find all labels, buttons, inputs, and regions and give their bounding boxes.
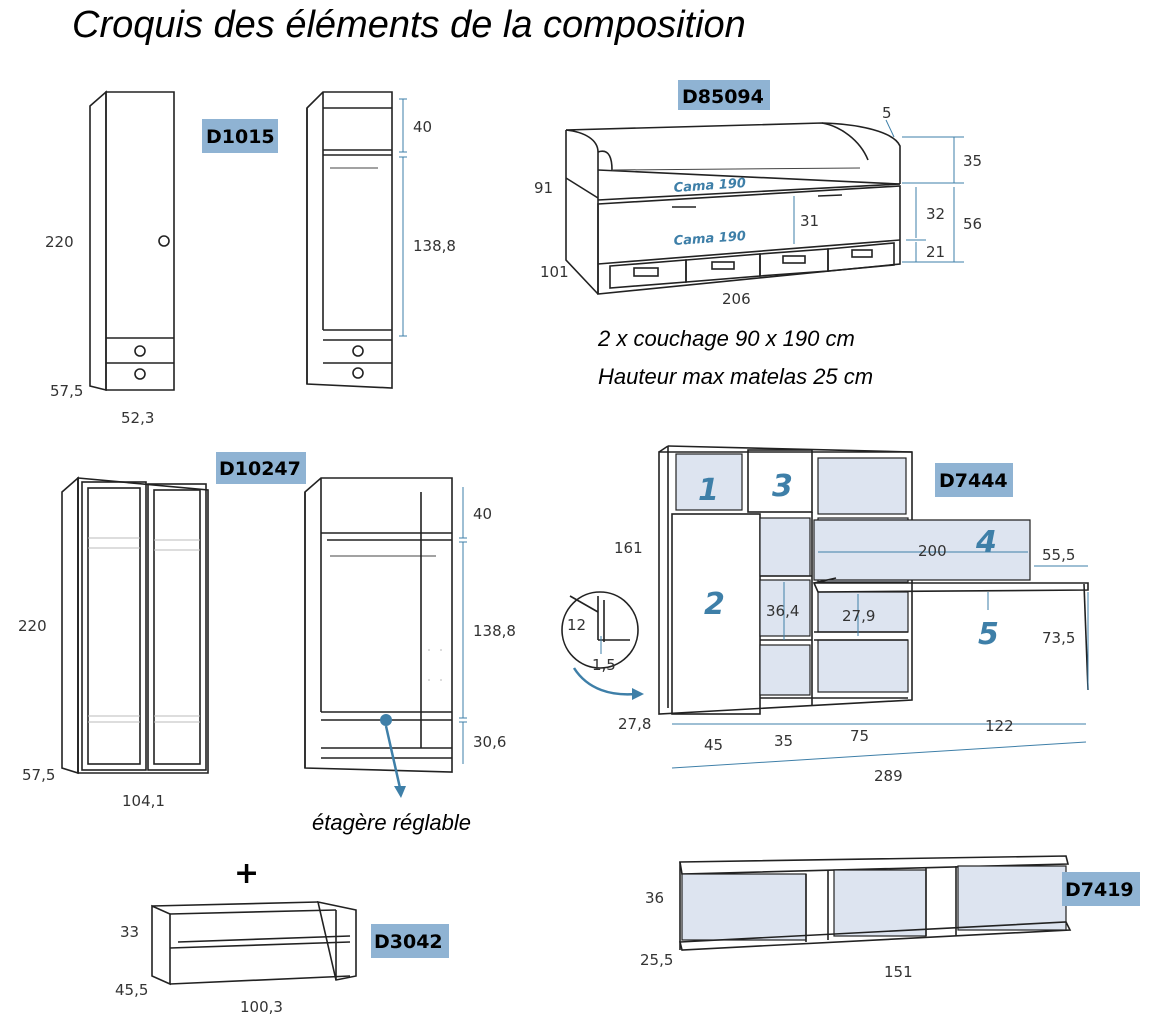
dim-desk-depth: 27,8: [618, 715, 651, 733]
desk-label-4: 4: [975, 525, 997, 560]
dim-shelf-width: 151: [884, 963, 913, 981]
dim-desk-overhang: 55,5: [1042, 546, 1075, 564]
dim-bed-side: 56: [963, 215, 982, 233]
bed-mattress-mark-upper: Cama 190: [673, 176, 746, 196]
code-badge-d3042: D3042: [374, 931, 443, 953]
code-badge-d7444: D7444: [939, 470, 1008, 492]
dim-shelf-height: 36: [645, 889, 664, 907]
drawer-d3042-drawing: [151, 900, 357, 986]
desk-d7444: 1 2 3 4 5 D7444 161 200 55,5 36,4 27,9 7…: [561, 445, 1089, 785]
dim-d1015-interior-main: 138,8: [413, 237, 456, 255]
dim-desk-height: 161: [614, 539, 643, 557]
dim-drawer-depth: 45,5: [115, 981, 148, 999]
shelf-d7419: D7419 36 25,5 151: [640, 855, 1140, 981]
dim-desk-width-c: 75: [850, 727, 869, 745]
dim-desk-shelf-gap-2: 27,9: [842, 607, 875, 625]
dim-bed-depth: 101: [540, 263, 569, 281]
dim-desk-shelf-gap-1: 36,4: [766, 602, 799, 620]
page-title: Croquis des éléments de la composition: [72, 4, 746, 46]
dim-d10247-interior-main: 138,8: [473, 622, 516, 640]
desk-label-3: 3: [772, 469, 793, 504]
code-badge-d7419: D7419: [1065, 879, 1134, 901]
code-badge-d85094: D85094: [682, 86, 764, 108]
bed-note-sleeping: 2 x couchage 90 x 190 cm: [597, 326, 855, 351]
wardrobe-d1015: D1015 220 40 138,8 57,5 52,3: [45, 90, 456, 427]
dim-desk-panel-thickness: 12: [567, 616, 586, 634]
shelf-d7419-drawing: [678, 855, 1072, 951]
dim-desk-width-b: 35: [774, 732, 793, 750]
bed-note-mattress: Hauteur max matelas 25 cm: [598, 364, 873, 389]
bed-mattress-mark-lower: Cama 190: [673, 229, 746, 249]
dim-d10247-depth: 57,5: [22, 766, 55, 784]
dim-bed-back-thickness: 5: [882, 104, 892, 122]
dim-drawer-height: 33: [120, 923, 139, 941]
dim-desk-top-height: 73,5: [1042, 629, 1075, 647]
wardrobe-d10247: D10247 220 40 138,8 30,6 57,5 104,1 étag…: [18, 452, 516, 835]
dim-d1015-width: 52,3: [121, 409, 154, 427]
dim-bed-length: 206: [722, 290, 751, 308]
bed-d85094-drawing: [565, 122, 901, 295]
code-badge-d3042-bg: [371, 924, 449, 958]
dim-drawer-width: 100,3: [240, 998, 283, 1016]
desk-d7444-drawing: [561, 445, 1089, 715]
dim-d10247-width: 104,1: [122, 792, 165, 810]
dim-d1015-interior-top: 40: [413, 118, 432, 136]
dim-desk-width: 200: [918, 542, 947, 560]
desk-label-2: 2: [704, 587, 725, 622]
dim-desk-total-width: 289: [874, 767, 903, 785]
dim-desk-edge-detail: 1,5: [592, 656, 616, 674]
dim-bed-headboard: 35: [963, 152, 982, 170]
dim-bed-inner-clearance: 31: [800, 212, 819, 230]
code-badge-d7419-bg: [1062, 872, 1140, 906]
adjustable-shelf-note: étagère réglable: [312, 810, 471, 835]
shelf-pointer-arrow: [394, 786, 406, 798]
wardrobe-d10247-closed-view: [61, 476, 209, 775]
dim-d1015-depth: 57,5: [50, 382, 83, 400]
wardrobe-d1015-closed-view: [89, 90, 175, 392]
desk-d7444-dim-lines: [600, 551, 1089, 769]
wardrobe-d1015-open-view: [306, 91, 393, 389]
code-badge-d1015: D1015: [206, 126, 275, 148]
desk-label-5: 5: [978, 617, 999, 652]
drawer-d3042: + D3042 33 45,5 100,3: [115, 856, 449, 1016]
code-badge-d7444-bg: [935, 463, 1013, 497]
dim-desk-width-a: 45: [704, 736, 723, 754]
code-badge-d10247-bg: [216, 452, 306, 484]
dim-d10247-interior-bottom: 30,6: [473, 733, 506, 751]
bed-d85094-dim-lines: [793, 119, 964, 263]
dim-bed-lower: 21: [926, 243, 945, 261]
dim-d10247-height: 220: [18, 617, 47, 635]
dim-bed-total-height: 91: [534, 179, 553, 197]
wardrobe-d10247-open-view: [304, 477, 453, 773]
code-badge-d10247: D10247: [219, 458, 301, 480]
desk-label-1: 1: [698, 473, 719, 508]
dim-desk-width-d: 122: [985, 717, 1014, 735]
dim-d1015-height: 220: [45, 233, 74, 251]
dim-bed-upper: 32: [926, 205, 945, 223]
wardrobe-d10247-dim-lines: [459, 487, 467, 764]
bed-d85094: Cama 190 Cama 190 D85094 5 35 91 32 56 3…: [534, 80, 982, 389]
code-badge-d1015-bg: [202, 119, 278, 153]
dim-shelf-depth: 25,5: [640, 951, 673, 969]
wardrobe-d1015-dim-lines: [399, 98, 407, 337]
dim-d10247-interior-top: 40: [473, 505, 492, 523]
plus-icon: +: [234, 856, 259, 891]
code-badge-d85094-bg: [678, 80, 770, 110]
